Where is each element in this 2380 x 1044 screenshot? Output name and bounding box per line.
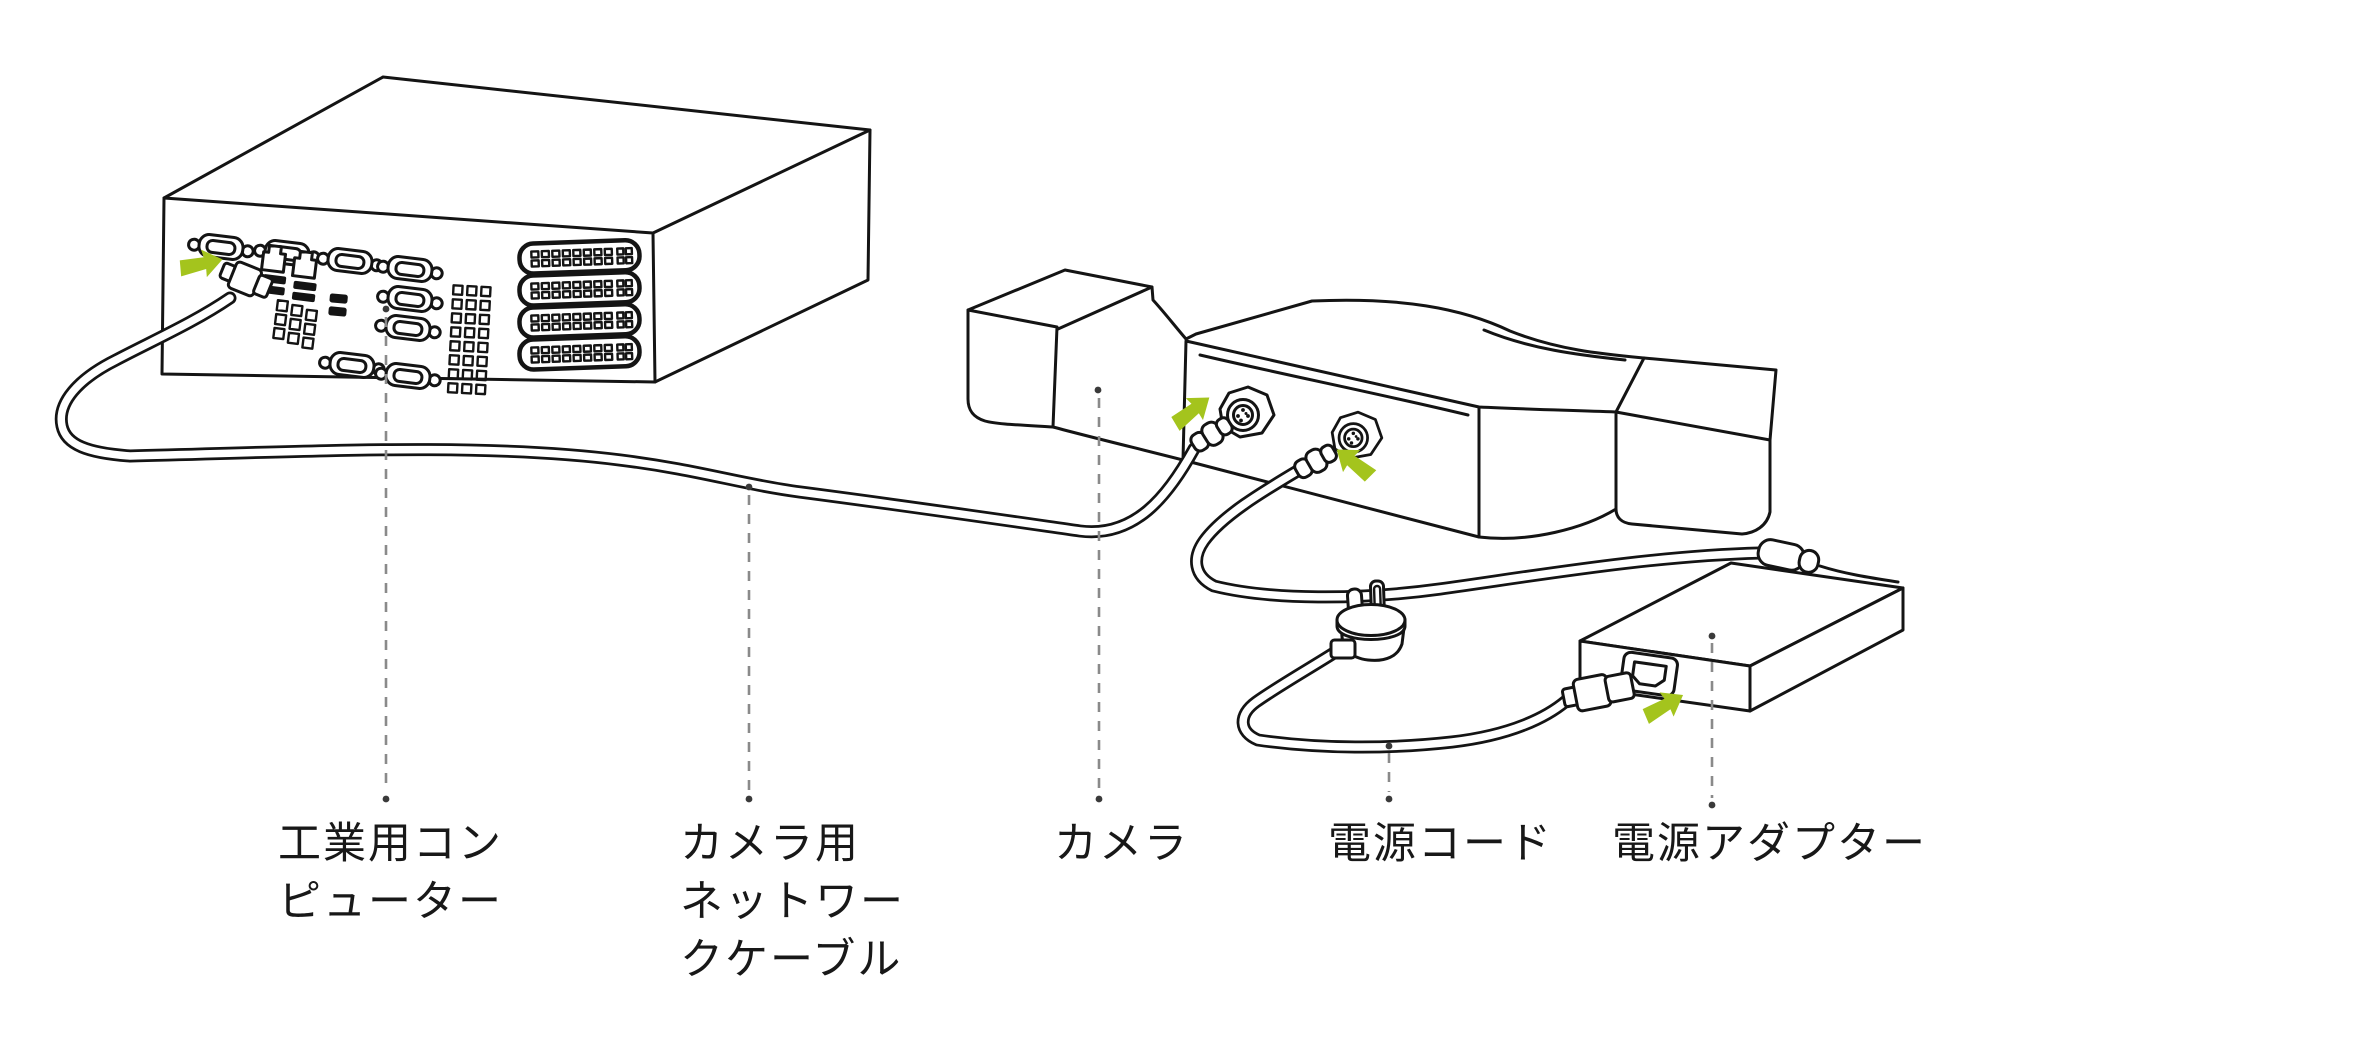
leader-camera: [1094, 386, 1103, 803]
camera-body: [966, 268, 1778, 540]
label-network-cable-line2: ネットワー: [680, 878, 905, 926]
vent-grid: [446, 284, 492, 396]
adapter-dc-pigtail: [1818, 564, 1900, 584]
adapter-ac-inlet: [1619, 650, 1679, 698]
label-computer-line1: 工業用コン: [278, 820, 503, 868]
leader-power-adapter: [1708, 632, 1716, 809]
usb-stack: [328, 293, 348, 317]
label-computer-line2: ピューター: [278, 878, 503, 926]
iec-plug: [1560, 671, 1636, 713]
adapter-right-face: [1748, 586, 1905, 713]
computer-chassis: [160, 75, 872, 384]
leader-network-cable: [745, 483, 753, 803]
camera-network-cable: [54, 260, 1238, 539]
labels: 工業用コン ピューター カメラ用 ネットワー クケーブル カメラ 電源コード 電…: [278, 820, 1927, 984]
ac-plug: [1329, 579, 1407, 662]
dip-switch-grid: [272, 298, 319, 350]
label-power-adapter: 電源アダプター: [1612, 820, 1927, 868]
leader-computer: [382, 305, 390, 803]
camera-power-cable: [1190, 439, 1900, 604]
label-camera-line1: カメラ: [1054, 820, 1189, 868]
camera-body-edges: [966, 285, 1772, 539]
label-camera: カメラ: [1054, 820, 1189, 868]
leader-lines: [382, 305, 1716, 809]
ac-plug-disk: [1335, 603, 1407, 637]
industrial-computer-illustration: [160, 75, 872, 396]
network-plug-computer-end: [218, 260, 274, 299]
label-computer: 工業用コン ピューター: [278, 820, 503, 926]
label-power-cord-line1: 電源コード: [1328, 820, 1553, 868]
power-adapter-illustration: [1578, 561, 1905, 713]
leader-power-cord: [1385, 742, 1393, 803]
expansion-slots: [519, 240, 640, 370]
label-power-adapter-line1: 電源アダプター: [1612, 820, 1927, 868]
power-cord: [1236, 579, 1636, 754]
dc-barrel-connector: [1756, 538, 1821, 574]
ac-plug-boot: [1329, 638, 1357, 660]
computer-chassis-edges: [162, 128, 872, 384]
label-power-cord: 電源コード: [1328, 820, 1553, 868]
label-network-cable: カメラ用 ネットワー クケーブル: [680, 820, 905, 984]
label-network-cable-line1: カメラ用: [680, 820, 860, 868]
camera-illustration: [966, 268, 1778, 540]
label-network-cable-line3: クケーブル: [680, 936, 902, 984]
